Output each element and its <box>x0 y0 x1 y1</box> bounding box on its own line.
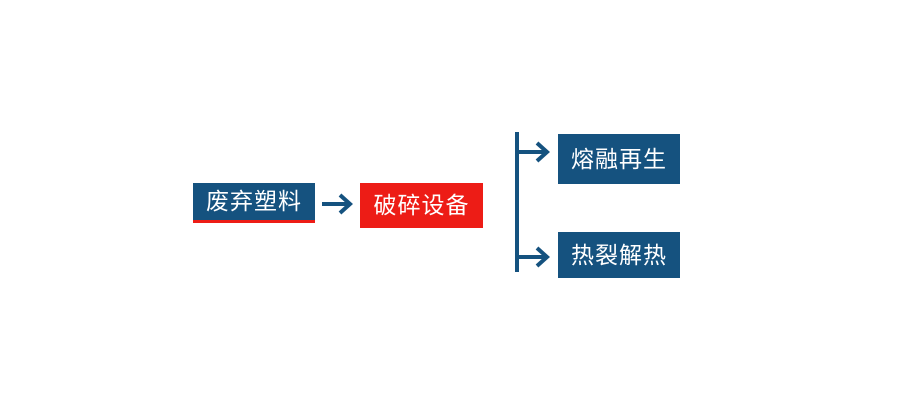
node-melt-regeneration[interactable]: 熔融再生 <box>558 134 680 184</box>
branch-split-icon <box>505 126 565 281</box>
node-pyrolysis-label: 热裂解热 <box>571 241 667 268</box>
node-waste-plastic[interactable]: 废弃塑料 <box>193 183 315 223</box>
node-crusher[interactable]: 破碎设备 <box>360 183 483 228</box>
node-pyrolysis[interactable]: 热裂解热 <box>558 232 680 278</box>
node-crusher-label: 破碎设备 <box>373 192 470 218</box>
arrow-right-icon <box>320 188 360 220</box>
node-waste-plastic-label: 废弃塑料 <box>206 188 302 214</box>
node-melt-regeneration-label: 熔融再生 <box>571 145 667 172</box>
